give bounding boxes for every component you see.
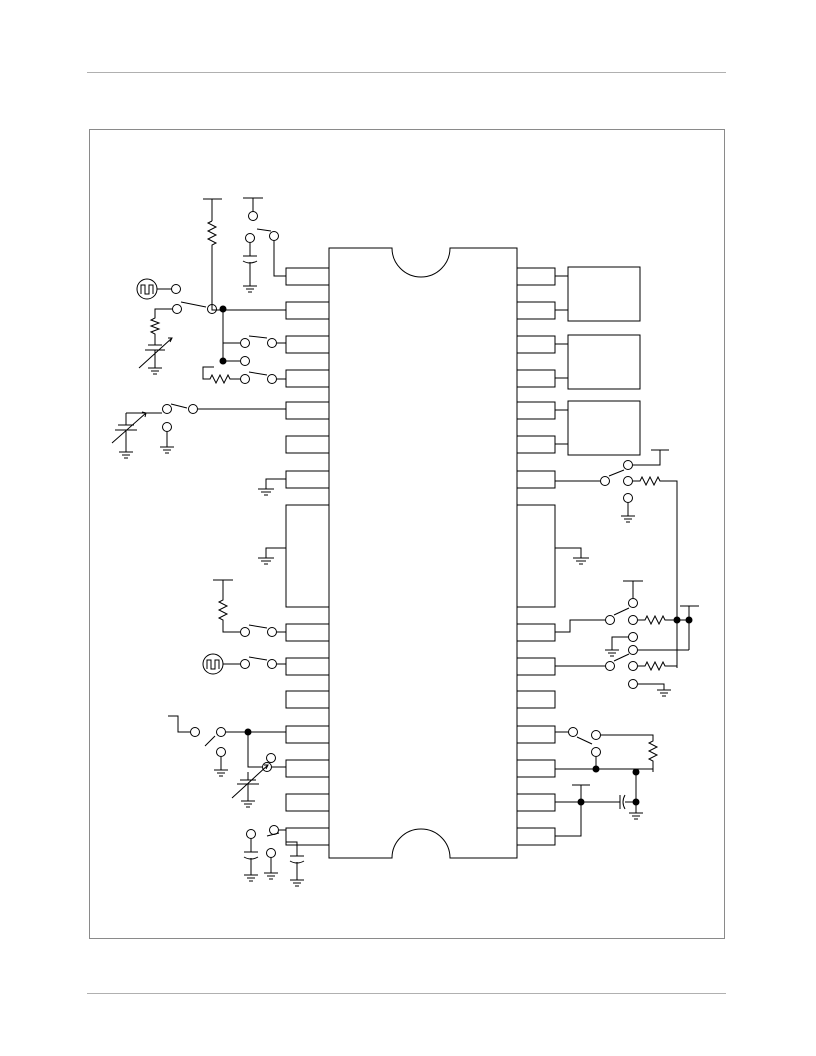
pin4-resistor-network bbox=[202, 343, 286, 385]
left-pin-3 bbox=[285, 335, 330, 354]
left-pin-1 bbox=[285, 267, 330, 286]
pin15-capacitor-network bbox=[243, 825, 305, 887]
right-pin-3 bbox=[516, 335, 556, 354]
figure-frame bbox=[89, 129, 725, 939]
left-pin-12 bbox=[285, 725, 330, 744]
load-block-2 bbox=[567, 334, 641, 390]
right-pin-2 bbox=[516, 301, 556, 320]
left-pin-13 bbox=[285, 759, 330, 778]
right-pin-15 bbox=[516, 827, 556, 846]
output-load-blocks bbox=[555, 266, 641, 456]
pin13-source-network bbox=[231, 753, 286, 808]
pulse-source-icon bbox=[136, 278, 158, 300]
ic-left-pins bbox=[285, 267, 330, 846]
right-pin-8 bbox=[516, 504, 556, 608]
right-pin-5 bbox=[516, 401, 556, 420]
right-pin-14 bbox=[516, 793, 556, 812]
page-bottom-rule bbox=[87, 993, 726, 994]
load-block-1 bbox=[567, 266, 641, 322]
pin5-source-network bbox=[111, 403, 286, 459]
left-pin-14 bbox=[285, 793, 330, 812]
pulse-source-2-icon bbox=[202, 653, 224, 675]
right-pin-12 bbox=[516, 725, 556, 744]
left-pin-8 bbox=[285, 504, 330, 608]
right-pin-1 bbox=[516, 267, 556, 286]
left-pin-6 bbox=[285, 435, 330, 454]
pin-right-bottom-network bbox=[555, 727, 659, 837]
right-pin-10 bbox=[516, 657, 556, 676]
pin2-bias-network bbox=[136, 198, 286, 375]
right-pin-7 bbox=[516, 470, 556, 489]
pin1-switch-network bbox=[242, 197, 286, 293]
right-pin-11 bbox=[516, 690, 556, 709]
left-pin-15 bbox=[285, 827, 330, 846]
ic-right-pins bbox=[516, 267, 556, 846]
load-block-3 bbox=[567, 400, 641, 456]
ground-symbols-left bbox=[258, 478, 286, 565]
right-pin-13 bbox=[516, 759, 556, 778]
pin9-switch-network bbox=[213, 579, 286, 637]
page-top-rule bbox=[87, 72, 726, 73]
pin-right-mode-network bbox=[555, 580, 699, 697]
pin3-switch-network bbox=[222, 309, 286, 348]
left-pin-2 bbox=[285, 301, 330, 320]
ic-body bbox=[328, 247, 518, 859]
left-pin-7 bbox=[285, 470, 330, 489]
left-pin-4 bbox=[285, 369, 330, 388]
pin-right7-switch-network bbox=[555, 449, 678, 668]
ground-symbol-right bbox=[555, 547, 589, 565]
right-pin-9 bbox=[516, 623, 556, 642]
pin10-pulse-network bbox=[202, 653, 286, 675]
right-pin-4 bbox=[516, 369, 556, 388]
left-pin-5 bbox=[285, 401, 330, 420]
left-pin-9 bbox=[285, 623, 330, 642]
left-pin-10 bbox=[285, 657, 330, 676]
left-pin-11 bbox=[285, 690, 330, 709]
right-pin-6 bbox=[516, 435, 556, 454]
pin12-switch-network bbox=[168, 715, 286, 777]
